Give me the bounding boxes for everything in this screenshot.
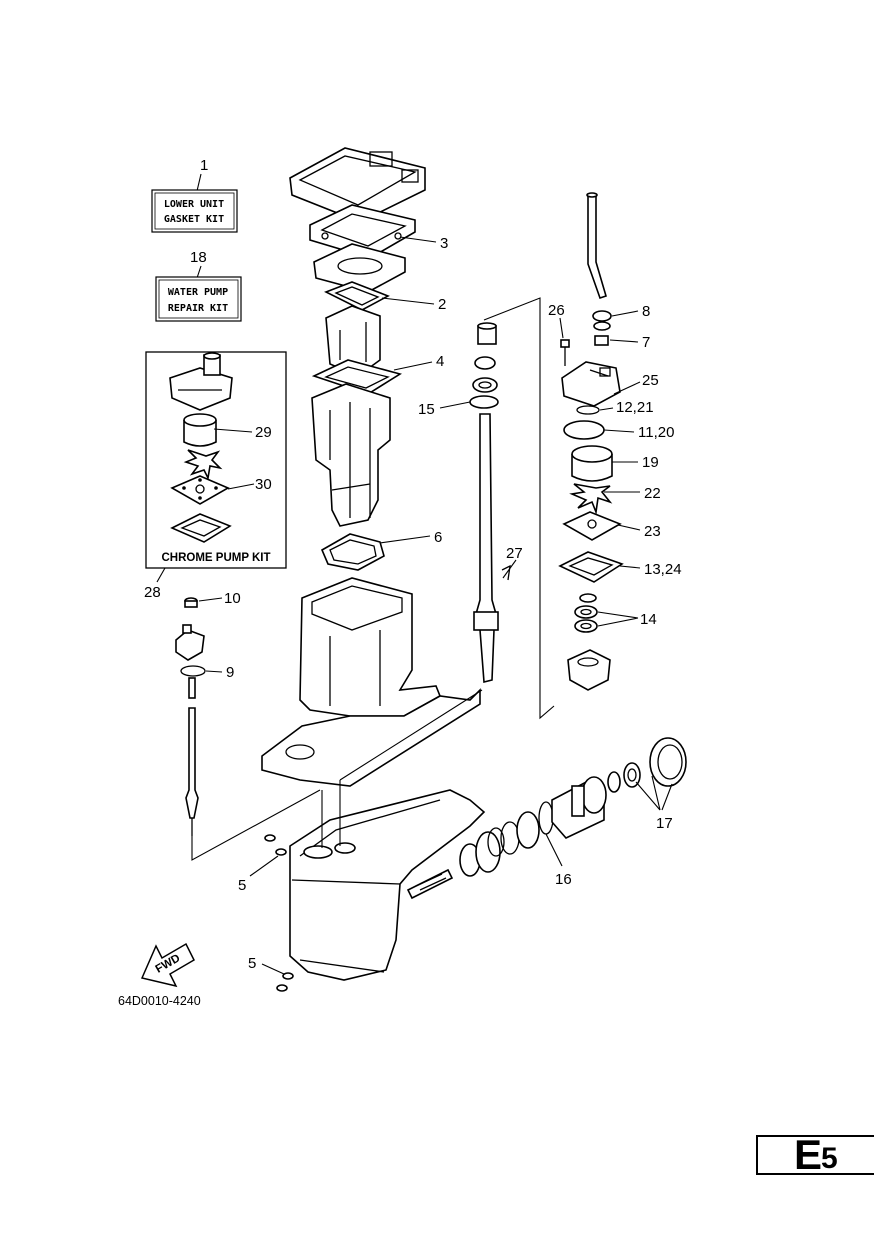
callout-7: 7 [642,334,650,351]
shim-rings-icon [487,811,540,857]
water-tube-icon [586,192,607,300]
lower-unit-kit-line2: GASKET KIT [164,214,224,225]
callout-29: 29 [255,424,272,441]
callout-26: 26 [548,302,565,319]
propeller-shaft-icon [406,868,454,900]
callout-16: 16 [555,871,572,888]
propeller-shaft-housing-icon [551,776,607,839]
impeller-housing-icon [571,445,613,482]
gasket-13-icon [558,551,624,583]
upper-casing-plate-icon [289,147,426,223]
drain-screw-5b-icon [276,972,294,992]
muffler-icon [311,383,391,527]
callout-23: 23 [644,523,661,540]
drive-shaft-icon [473,413,499,684]
callout-14: 14 [640,611,657,628]
water-pump-repair-kit-box: 18 WATER PUMP REPAIR KIT [155,249,242,322]
fwd-arrow-icon: FWD [140,942,195,988]
upper-casing-icon [261,577,481,787]
grommet-8-icon [592,310,612,331]
chrome-pump-kit-label: CHROME PUMP KIT [161,552,270,564]
callout-2: 2 [438,296,446,313]
grommet-7-icon [594,335,609,346]
lower-casing-icon [289,789,486,981]
outer-plate-icon [562,511,622,541]
shift-rod-icon [185,677,199,836]
callout-15: 15 [418,401,435,418]
callout-27: 27 [506,545,523,562]
kit-outer-plate-icon [170,475,230,505]
callout-13-24: 13,24 [644,561,682,578]
callout-8: 8 [642,303,650,320]
kit-impeller-icon [183,449,223,481]
lower-unit-kit-line1: LOWER UNIT [164,199,224,210]
callout-3: 3 [440,235,448,252]
lower-unit-gasket-kit-box: 1 LOWER UNIT GASKET KIT [151,157,238,233]
oil-seals-14-icon [574,593,598,633]
page-badge-letter: E [794,1131,822,1178]
o-ring-9-icon [180,665,206,677]
gasket-3-icon [309,204,416,259]
kit-gasket-icon [170,513,232,543]
callout-4: 4 [436,353,444,370]
page-badge-number: 5 [821,1142,838,1175]
o-ring-16-icon [538,801,554,835]
callout-11-20: 11,20 [638,424,674,441]
gasket-6-icon [320,533,385,571]
gasket-2-icon [324,281,390,311]
callout-17: 17 [656,815,673,832]
water-pump-kit-line2: REPAIR KIT [168,303,228,314]
bearings-17-icon [607,737,687,793]
water-pump-kit-line1: WATER PUMP [168,287,228,298]
impeller-icon [569,483,613,516]
drive-shaft-bearings-icon [469,322,499,409]
exhaust-guide-icon [313,243,406,293]
pump-housing-icon [561,361,621,407]
clutch-gear-icon [459,831,501,877]
callout-28: 28 [144,584,161,601]
callout-5b: 5 [248,955,256,972]
shift-rod-holder-icon [175,624,205,661]
page-badge: E 5 [756,1131,874,1178]
grommet-10-icon [184,597,198,608]
exhaust-manifold-icon [325,305,381,377]
drain-screw-5a-icon [264,834,287,856]
chrome-pump-kit-frame: CHROME PUMP KIT 28 [144,351,287,601]
bolt-26-icon [560,339,570,366]
callout-9: 9 [226,664,234,681]
callout-6: 6 [434,529,442,546]
o-ring-12-icon [576,405,600,415]
callout-30: 30 [255,476,272,493]
drawing-code: 64D0010-4240 [118,994,201,1008]
callout-5a: 5 [238,877,246,894]
kit-impeller-housing-icon [183,413,217,447]
oil-seal-housing-icon [567,649,611,691]
kit-pump-housing-icon [169,352,233,411]
callout-1: 1 [200,157,208,174]
callout-10: 10 [224,590,241,607]
callout-12-21: 12,21 [616,399,654,416]
callout-22: 22 [644,485,661,502]
insert-cartridge-ring-icon [563,420,605,440]
callout-18: 18 [190,249,207,266]
callout-19: 19 [642,454,659,471]
callout-25: 25 [642,372,659,389]
